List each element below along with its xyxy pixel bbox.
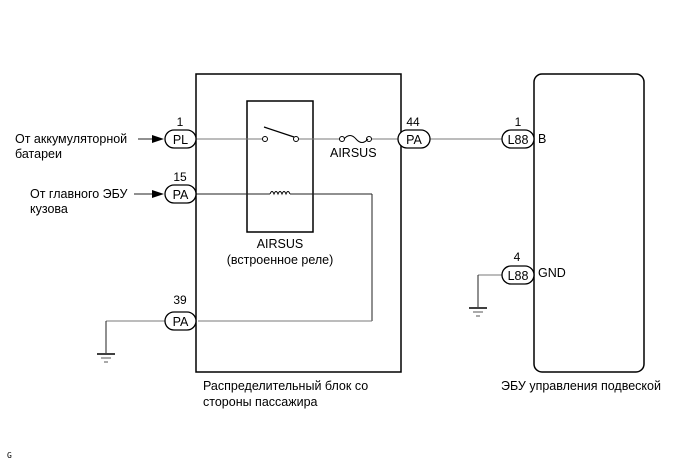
suspension-ecu-label: ЭБУ управления подвеской: [501, 379, 661, 393]
corner-mark: G: [7, 451, 12, 460]
terminal-name: B: [538, 132, 546, 146]
pin-number: 39: [173, 293, 187, 307]
junction-block-label-line2: стороны пассажира: [203, 395, 318, 409]
pin-number: 44: [406, 115, 420, 129]
ground-icon-left: [97, 353, 115, 363]
body-ecu-label-line2: кузова: [30, 202, 68, 216]
connector-pa-44: PA 44: [397, 115, 431, 149]
relay-coil-icon: [269, 191, 291, 196]
connector-name: L88: [508, 133, 529, 147]
terminal-name: GND: [538, 266, 566, 280]
body-ecu-arrow-icon: [152, 190, 164, 198]
suspension-ecu-box: [533, 73, 645, 373]
relay-label-line2: (встроенное реле): [227, 253, 334, 267]
connector-name: PA: [406, 133, 422, 147]
connector-pa-39: PA 39: [164, 293, 197, 331]
pin-number: 15: [173, 170, 187, 184]
ground-icon-right: [469, 307, 487, 317]
fuse-label: AIRSUS: [330, 146, 377, 160]
battery-label-line2: батареи: [15, 147, 62, 161]
pin-number: 4: [514, 250, 521, 264]
connector-pl-1: PL 1: [164, 115, 197, 149]
relay-box: [246, 100, 314, 233]
relay-label-line1: AIRSUS: [257, 237, 304, 251]
connector-name: PA: [173, 188, 189, 202]
battery-label-line1: От аккумуляторной: [15, 132, 127, 146]
junction-block-label-line1: Распределительный блок со: [203, 379, 368, 393]
body-ecu-label-line1: От главного ЭБУ: [30, 187, 128, 201]
battery-arrow-icon: [152, 135, 164, 143]
connector-name: PA: [173, 315, 189, 329]
pin-number: 1: [177, 115, 184, 129]
junction-block-box: [195, 73, 402, 373]
connector-name: PL: [173, 133, 188, 147]
relay-switch-icon: [262, 126, 299, 142]
connector-pa-15: PA 15: [164, 170, 197, 204]
connector-l88-1: L88 1 B: [501, 115, 546, 149]
connector-name: L88: [508, 269, 529, 283]
connector-l88-4: L88 4 GND: [501, 250, 566, 285]
pin-number: 1: [515, 115, 522, 129]
fuse-icon: [339, 135, 372, 143]
